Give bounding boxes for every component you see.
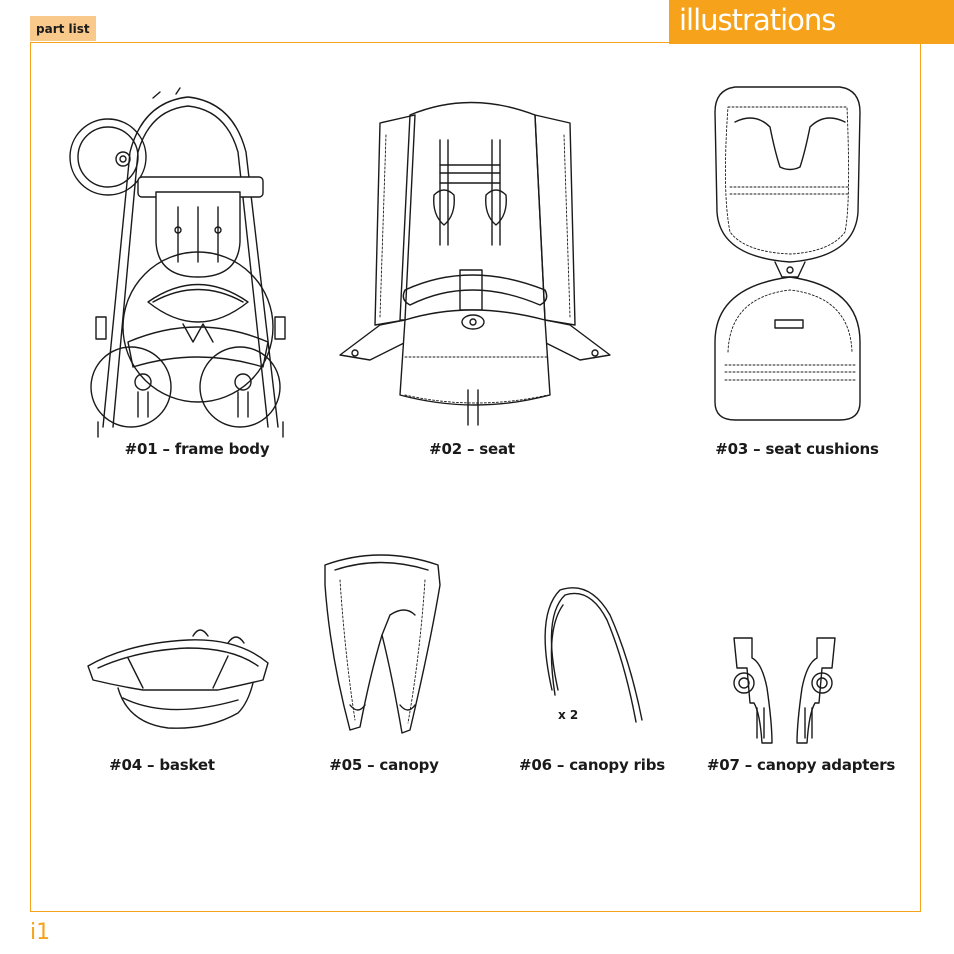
caption-seat: #02 – seat (429, 440, 515, 458)
caption-frame-body: #01 – frame body (124, 440, 270, 458)
caption-basket: #04 – basket (109, 756, 215, 774)
page-title: illustrations (679, 3, 836, 37)
basket-illustration (87, 629, 269, 729)
frame-body-illustration (69, 87, 286, 438)
seat-cushions-illustration (714, 86, 861, 421)
content-frame (30, 42, 921, 912)
caption-canopy: #05 – canopy (329, 756, 439, 774)
caption-canopy-adapters: #07 – canopy adapters (706, 756, 896, 774)
canopy-illustration (324, 554, 441, 734)
canopy-ribs-illustration (544, 587, 643, 723)
quantity-label: x 2 (558, 708, 579, 722)
title-bar: illustrations (669, 0, 954, 44)
caption-canopy-ribs: #06 – canopy ribs (519, 756, 665, 774)
caption-seat-cushions: #03 – seat cushions (715, 440, 879, 458)
seat-illustration (339, 101, 611, 426)
canopy-adapters-illustration (733, 637, 836, 744)
section-tab: part list (30, 16, 96, 41)
page-number: i1 (30, 920, 51, 945)
